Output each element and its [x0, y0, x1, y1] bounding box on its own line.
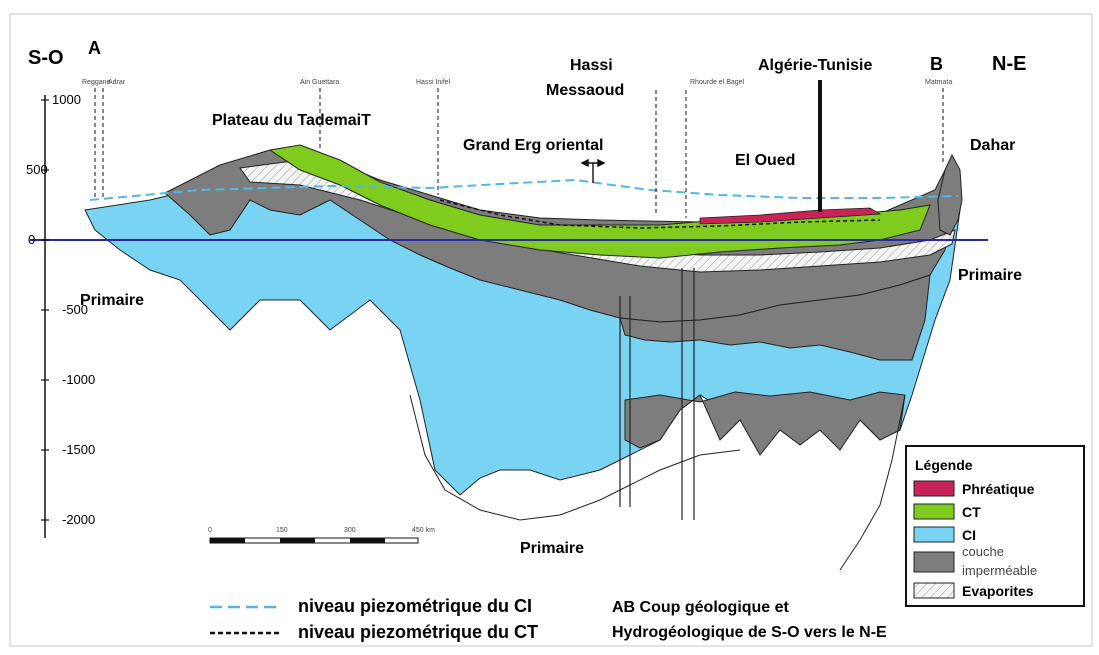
- caption-line-1: AB Coup géologique et: [612, 599, 790, 616]
- legend-swatch-phreatique: [913, 480, 955, 497]
- scale-label-300: 300: [344, 527, 356, 534]
- label-hassi: Hassi: [570, 57, 613, 74]
- dahar-outcrop: [937, 153, 963, 236]
- y-tick-1000: 1000: [52, 92, 81, 107]
- legend-label-impermeable: imperméable: [962, 563, 1037, 578]
- piezometric-ci-curve: [89, 178, 959, 201]
- legend-swatch-ct: [913, 503, 955, 520]
- y-tick-minus-2000: -2000: [62, 512, 95, 527]
- legend-swatch-ci: [913, 526, 955, 543]
- ct-layer: [268, 144, 931, 259]
- corner-label-sw: S-O: [28, 47, 64, 69]
- place-adrar: Adrar: [108, 79, 126, 86]
- piezo-ci-label: niveau piezométrique du CI: [298, 596, 532, 616]
- y-tick-minus-500: -500: [62, 302, 88, 317]
- scale-label-450: 450 km: [412, 527, 435, 534]
- point-a-label: A: [88, 38, 101, 58]
- place-reggane: Reggane: [82, 79, 111, 86]
- legend-box: Légende Phréatique CT CI couche imperméa…: [905, 445, 1085, 607]
- y-tick-minus-1500: -1500: [62, 442, 95, 457]
- label-plateau: Plateau du TademaiT: [212, 112, 371, 129]
- label-primaire-bottom: Primaire: [520, 540, 584, 557]
- label-grand-erg: Grand Erg oriental: [463, 137, 603, 154]
- location-markers: [94, 88, 944, 218]
- phreatique-layer: [699, 207, 882, 225]
- place-hassi-inifel: Hassi Inifel: [416, 79, 451, 86]
- legend-label-evaporites: Evaporites: [962, 583, 1034, 599]
- scale-label-0: 0: [208, 527, 212, 534]
- basement-outline: [409, 394, 906, 571]
- piezo-ct-label: niveau piezométrique du CT: [298, 622, 538, 642]
- legend-swatch-couche: [913, 551, 955, 573]
- legend-label-phreatique: Phréatique: [962, 481, 1035, 497]
- point-b-label: B: [930, 54, 943, 74]
- place-matmata: Matmata: [925, 79, 952, 86]
- y-tick-minus-1000: -1000: [62, 372, 95, 387]
- scale-bar: [209, 537, 419, 544]
- legend-swatch-evaporites: [913, 582, 955, 599]
- label-algerie-tunisie: Algérie-Tunisie: [758, 57, 872, 74]
- impermeable-layer-middle: [619, 274, 931, 361]
- y-tick-500: 500: [26, 162, 48, 177]
- scale-label-150: 150: [276, 527, 288, 534]
- label-primaire-right: Primaire: [958, 267, 1022, 284]
- caption-line-2: Hydrogéologique de S-O vers le N-E: [612, 624, 887, 641]
- impermeable-layer-lower: [624, 391, 906, 456]
- label-dahar: Dahar: [970, 137, 1015, 154]
- label-messaoud: Messaoud: [546, 82, 624, 99]
- legend-label-ct: CT: [962, 504, 981, 520]
- y-tick-0: 0: [28, 232, 35, 247]
- place-rhourde-el-bagel: Rhourde el Bagel: [690, 79, 745, 86]
- place-ain-guettara: Ain Guettara: [300, 79, 339, 86]
- legend-label-ci: CI: [962, 527, 976, 543]
- y-axis-ticks: [41, 99, 49, 521]
- label-primaire-left: Primaire: [80, 292, 144, 309]
- fault-lines: [619, 268, 695, 520]
- label-el-oued: El Oued: [735, 152, 795, 169]
- corner-label-ne: N-E: [992, 53, 1026, 75]
- legend-label-couche: couche: [962, 544, 1004, 559]
- legend-title: Légende: [915, 457, 973, 473]
- erg-arrow: [580, 158, 606, 183]
